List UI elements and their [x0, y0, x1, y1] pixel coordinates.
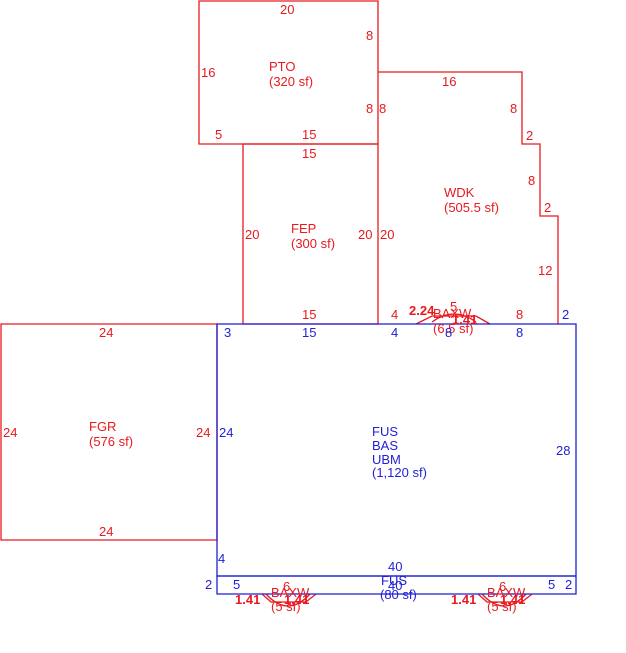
fep-code: FEP — [291, 221, 316, 236]
dim-pto-right-bottom: 8 — [366, 101, 373, 116]
dim-wdk-bottom-left: 4 — [391, 307, 398, 322]
dim-main-top-a: 3 — [224, 325, 231, 340]
fus-strip-outline — [216, 575, 577, 595]
dim-baxw-right-c: 1.41 — [451, 592, 476, 607]
dim-baxw-left-c: 1.41 — [235, 592, 260, 607]
dim-main-right: 28 — [556, 443, 570, 458]
dim-baxw-right-b: 5 — [548, 577, 555, 592]
dim-strip-right: 2 — [565, 577, 572, 592]
dim-wdk-left: 8 — [379, 101, 386, 116]
dim-main-left: 24 — [219, 425, 233, 440]
dim-fep-bottom: 15 — [302, 307, 316, 322]
dim-main-top-f: 2 — [562, 307, 569, 322]
dim-wdk-top: 16 — [442, 74, 456, 89]
dim-pto-top: 20 — [280, 2, 294, 17]
dim-strip-top: 40 — [388, 559, 402, 574]
dim-baxw-right-d: 1.41 — [500, 592, 525, 607]
dim-wdk-left-lower: 20 — [380, 227, 394, 242]
baxw-top-outline — [415, 315, 491, 325]
dim-fgr-right: 24 — [196, 425, 210, 440]
baxw-left-code: BAXW — [271, 585, 310, 600]
baxw-right-area: (5 sf) — [487, 599, 517, 614]
fus-strip-code: FUS — [381, 573, 407, 588]
baxw-top-arc — [431, 313, 477, 323]
main-label-1: FUS — [372, 424, 398, 439]
baxw-left-arc — [265, 593, 311, 607]
pto-area: (320 sf) — [269, 74, 313, 89]
main-label-3: UBM — [372, 452, 401, 467]
fgr-code: FGR — [89, 419, 116, 434]
baxw-right-arc — [481, 593, 527, 607]
dim-wdk-bottom-right: 8 — [516, 307, 523, 322]
dim-wdk-s1: 2 — [526, 128, 533, 143]
dim-strip-left: 2 — [205, 577, 212, 592]
dim-main-top-d: 8 — [445, 325, 452, 340]
dim-wdk-r2: 8 — [528, 173, 535, 188]
dim-wdk-r1: 8 — [510, 101, 517, 116]
dim-pto-bottom: 15 — [302, 127, 316, 142]
dim-baxw-left-a: 5 — [233, 577, 240, 592]
dim-baxw-right-a: 6 — [499, 579, 506, 594]
dim-baxw-left-d: 1.41 — [284, 592, 309, 607]
wdk-code: WDK — [444, 185, 475, 200]
main-label-2: BAS — [372, 438, 398, 453]
dim-baxw-left-b: 6 — [283, 579, 290, 594]
baxw-top-area: (6.5 sf) — [433, 321, 473, 336]
fep-area: (300 sf) — [291, 236, 335, 251]
fus-strip-area: (80 sf) — [380, 587, 417, 602]
wdk-area: (505.5 sf) — [444, 200, 499, 215]
main-area: (1,120 sf) — [372, 465, 427, 480]
dim-fep-left: 20 — [245, 227, 259, 242]
baxw-top-code: BAXW — [433, 306, 472, 321]
dim-pto-left: 16 — [201, 65, 215, 80]
dim-fgr-bottom: 24 — [99, 524, 113, 539]
dim-wdk-s2: 2 — [544, 200, 551, 215]
fgr-area: (576 sf) — [89, 434, 133, 449]
dim-wdk-r3: 12 — [538, 263, 552, 278]
dim-strip-bottom: 40 — [388, 578, 402, 593]
dim-main-top-c: 4 — [391, 325, 398, 340]
wdk-outline — [378, 71, 559, 324]
dim-baxw-top-b: 5 — [450, 299, 457, 314]
dim-pto-right-top: 8 — [366, 28, 373, 43]
dim-main-left-lower: 4 — [218, 551, 225, 566]
baxw-right-outline — [477, 593, 533, 603]
baxw-right-code: BAXW — [487, 585, 526, 600]
dim-pto-bottom-left: 5 — [215, 127, 222, 142]
dim-fep-top: 15 — [302, 146, 316, 161]
baxw-left-outline — [261, 593, 317, 603]
dim-fgr-left: 24 — [3, 425, 17, 440]
baxw-left-area: (5 sf) — [271, 599, 301, 614]
dim-fep-right: 20 — [358, 227, 372, 242]
dim-main-top-b: 15 — [302, 325, 316, 340]
dim-main-top-e: 8 — [516, 325, 523, 340]
dim-fgr-top: 24 — [99, 325, 113, 340]
dim-baxw-top-c: 1.41 — [452, 312, 477, 327]
dim-baxw-top-a: 2.24 — [409, 303, 435, 318]
pto-code: PTO — [269, 59, 296, 74]
